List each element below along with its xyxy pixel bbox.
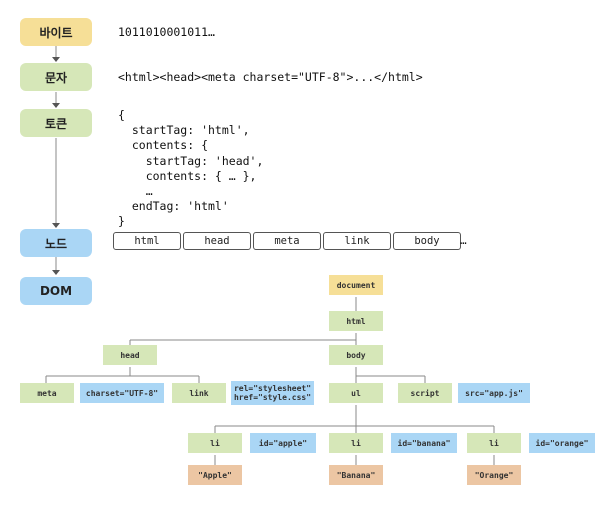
tree-li-apple: li bbox=[188, 433, 242, 453]
tree-li-apple-attr: id="apple" bbox=[250, 433, 316, 453]
tree-script: script bbox=[398, 383, 452, 403]
stage-chars: 문자 bbox=[20, 63, 92, 91]
tree-li-orange: li bbox=[467, 433, 521, 453]
node-head: head bbox=[183, 232, 251, 250]
stage-tokens-label: 토큰 bbox=[44, 116, 68, 131]
tree-html: html bbox=[329, 311, 383, 331]
tree-text-apple: "Apple" bbox=[188, 465, 242, 485]
tree-li-orange-attr: id="orange" bbox=[529, 433, 595, 453]
chars-value: <html><head><meta charset="UTF-8">...</h… bbox=[118, 70, 423, 84]
nodes-more: … bbox=[460, 234, 467, 247]
stage-dom-label: DOM bbox=[39, 284, 73, 298]
stage-nodes-label: 노드 bbox=[44, 236, 68, 251]
tree-document: document bbox=[329, 275, 383, 295]
token-code: { startTag: 'html', contents: { startTag… bbox=[118, 108, 264, 229]
stage-nodes: 노드 bbox=[20, 229, 92, 257]
stage-dom: DOM bbox=[20, 277, 92, 305]
node-body: body bbox=[393, 232, 461, 250]
stage-tokens: 토큰 bbox=[20, 109, 92, 137]
tree-meta: meta bbox=[20, 383, 74, 403]
tree-head: head bbox=[103, 345, 157, 365]
tree-li-banana-attr: id="banana" bbox=[391, 433, 457, 453]
tree-ul: ul bbox=[329, 383, 383, 403]
stage-chars-label: 문자 bbox=[44, 70, 68, 85]
tree-li-banana: li bbox=[329, 433, 383, 453]
tree-meta-attr: charset="UTF-8" bbox=[80, 383, 164, 403]
node-meta: meta bbox=[253, 232, 321, 250]
tree-body: body bbox=[329, 345, 383, 365]
tree-link-attr: rel="stylesheet" href="style.css" bbox=[231, 381, 314, 405]
node-html: html bbox=[113, 232, 181, 250]
tree-text-orange: "Orange" bbox=[467, 465, 521, 485]
tree-text-banana: "Banana" bbox=[329, 465, 383, 485]
stage-bytes-label: 바이트 bbox=[39, 25, 73, 40]
tree-script-attr: src="app.js" bbox=[458, 383, 530, 403]
stage-bytes: 바이트 bbox=[20, 18, 92, 46]
node-link: link bbox=[323, 232, 391, 250]
bytes-value: 1011010001011… bbox=[118, 25, 215, 39]
tree-link: link bbox=[172, 383, 226, 403]
